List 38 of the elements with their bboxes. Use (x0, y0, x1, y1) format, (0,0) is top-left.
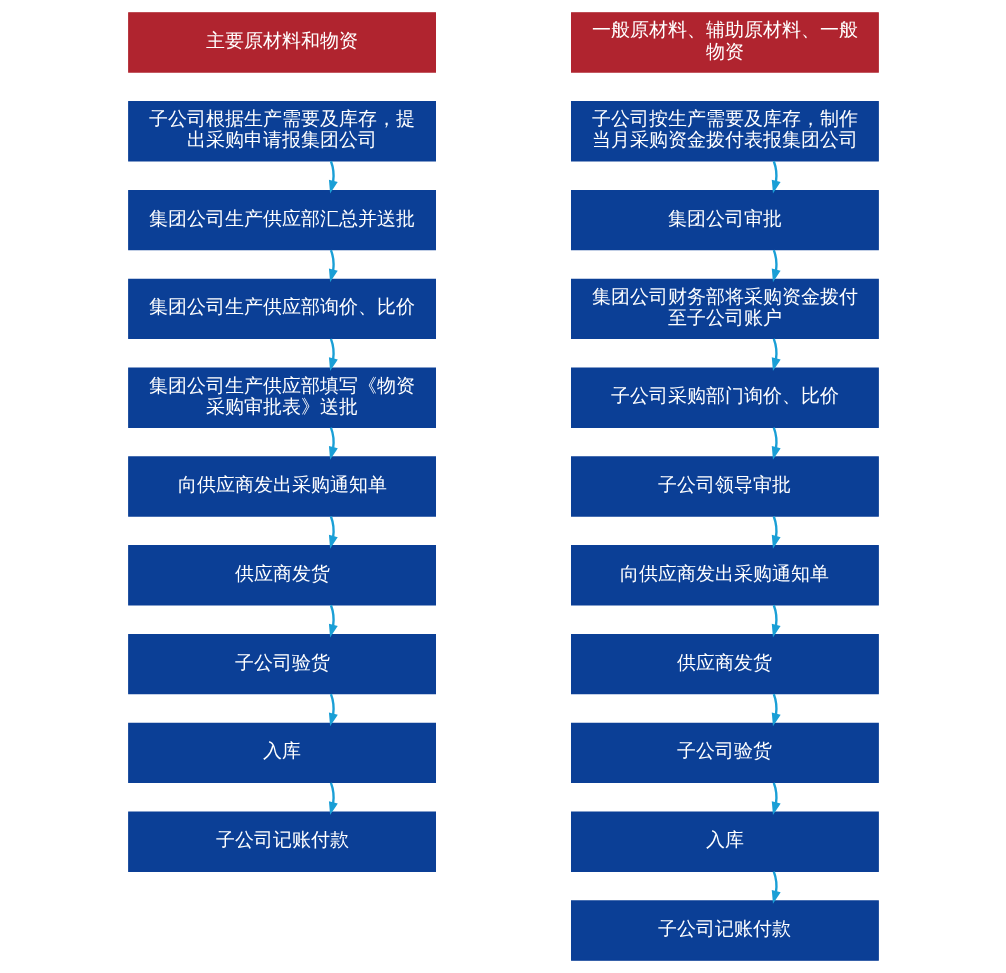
arrow (328, 160, 338, 194)
node-box: 集团公司财务部将采购资金拨付至子公司账户 (570, 278, 879, 340)
node-box: 向供应商发出采购通知单 (127, 456, 436, 517)
arrow (328, 338, 338, 372)
node-box: 集团公司生产供应部询价、比价 (127, 278, 436, 340)
node-box: 主要原材料和物资 (127, 12, 436, 73)
node-box: 一般原材料、辅助原材料、一般物资 (570, 12, 879, 73)
arrow (771, 871, 781, 904)
node-box: 子公司根据生产需要及库存，提出采购申请报集团公司 (127, 101, 436, 162)
node-box: 入库 (570, 811, 879, 872)
node-box: 子公司记账付款 (127, 811, 436, 872)
arrow (771, 427, 781, 460)
node-box: 集团公司生产供应部填写《物资采购审批表》送批 (127, 367, 436, 428)
arrow (771, 249, 781, 283)
arrow (771, 693, 781, 727)
arrow (328, 249, 338, 283)
node-box: 集团公司生产供应部汇总并送批 (127, 189, 436, 251)
arrow (771, 160, 781, 194)
node-box: 入库 (127, 722, 436, 784)
node-box: 供应商发货 (127, 545, 436, 606)
arrow (771, 338, 781, 372)
arrow (771, 516, 781, 549)
arrow (328, 782, 338, 816)
node-box: 子公司验货 (127, 633, 436, 695)
arrow (328, 693, 338, 727)
arrow (328, 516, 338, 549)
node-box: 集团公司审批 (570, 189, 879, 251)
node-box: 供应商发货 (570, 633, 879, 695)
node-box: 向供应商发出采购通知单 (570, 545, 879, 606)
node-box: 子公司领导审批 (570, 456, 879, 517)
arrow (328, 604, 338, 638)
node-box: 子公司采购部门询价、比价 (570, 367, 879, 428)
node-box: 子公司验货 (570, 722, 879, 784)
arrow (771, 604, 781, 638)
node-box: 子公司按生产需要及库存，制作当月采购资金拨付表报集团公司 (570, 101, 879, 162)
arrow (771, 782, 781, 816)
node-box: 子公司记账付款 (570, 900, 879, 961)
arrow (328, 427, 338, 460)
